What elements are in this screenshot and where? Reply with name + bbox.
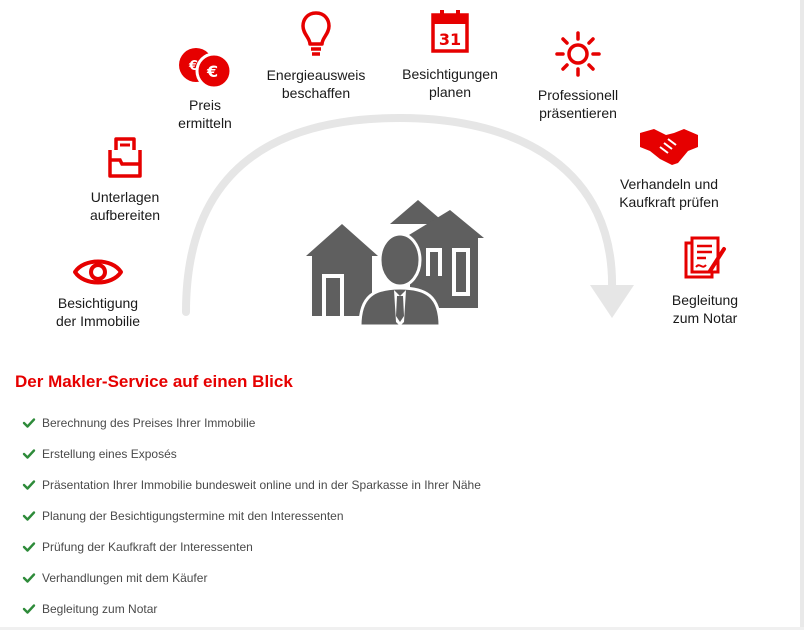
list-item-text: Erstellung eines Exposés: [42, 446, 177, 461]
step-label-line2: präsentieren: [539, 105, 617, 121]
step-label-line2: der Immobilie: [55, 313, 141, 329]
eye-icon: [73, 259, 123, 285]
step-verhandeln: Verhandeln und Kaufkraft prüfen: [605, 125, 733, 211]
check-icon: [22, 572, 36, 583]
step-label-line2: planen: [428, 84, 472, 100]
list-item-text: Verhandlungen mit dem Käufer: [42, 570, 208, 585]
list-item: Berechnung des Preises Ihrer Immobilie: [22, 407, 481, 438]
step-label-line1: Verhandeln und: [619, 176, 719, 192]
list-item: Planung der Besichtigungstermine mit den…: [22, 500, 481, 531]
list-item: Präsentation Ihrer Immobilie bundesweit …: [22, 469, 481, 500]
step-notar: Begleitung zum Notar: [650, 235, 760, 327]
step-label-line1: Unterlagen: [90, 189, 160, 205]
scrollbar-track: [800, 0, 804, 630]
step-label-line1: Preis: [189, 97, 221, 113]
calendar-day: 31: [439, 30, 461, 49]
check-icon: [22, 417, 36, 428]
house-agent-icon: [306, 200, 484, 326]
step-label-line1: Begleitung: [671, 292, 739, 308]
step-label-line2: zum Notar: [672, 310, 738, 326]
euro-coins-icon: € €: [179, 48, 233, 89]
list-item: Verhandlungen mit dem Käufer: [22, 562, 481, 593]
handshake-icon: [640, 129, 698, 165]
check-icon: [22, 541, 36, 552]
step-unterlagen: Unterlagen aufbereiten: [70, 136, 180, 224]
check-icon: [22, 603, 36, 614]
step-label-line2: ermitteln: [178, 115, 232, 131]
list-item-text: Begleitung zum Notar: [42, 601, 158, 616]
list-item-text: Berechnung des Preises Ihrer Immobilie: [42, 415, 256, 430]
list-item: Prüfung der Kaufkraft der Interessenten: [22, 531, 481, 562]
check-icon: [22, 479, 36, 490]
svg-text:€: €: [206, 62, 218, 81]
step-preis: € € Preis ermitteln: [150, 45, 260, 132]
svg-text:€: €: [188, 59, 198, 74]
list-item-text: Planung der Besichtigungstermine mit den…: [42, 508, 344, 523]
arc-arrowhead: [590, 285, 634, 318]
list-item: Erstellung eines Exposés: [22, 438, 481, 469]
step-label-line1: Besichtigung: [57, 295, 139, 311]
step-label-line1: Energieausweis: [266, 67, 366, 83]
lightbulb-icon: [301, 11, 331, 56]
step-label-line1: Professionell: [537, 87, 619, 103]
contract-icon: [684, 236, 726, 279]
step-label-line1: Besichtigungen: [402, 66, 498, 82]
step-termine: 31 Besichtigungen planen: [390, 8, 510, 101]
step-praesentieren: Professionell präsentieren: [522, 30, 634, 122]
bottom-divider: [0, 627, 804, 630]
check-icon: [22, 510, 36, 521]
step-besichtigung: Besichtigung der Immobilie: [42, 255, 154, 330]
step-label-line2: Kaufkraft prüfen: [619, 194, 719, 210]
check-icon: [22, 448, 36, 459]
list-item-text: Prüfung der Kaufkraft der Interessenten: [42, 539, 253, 554]
step-label-line2: aufbereiten: [89, 207, 161, 223]
process-arc: [182, 113, 634, 318]
list-item: Begleitung zum Notar: [22, 593, 481, 624]
step-label-line2: beschaffen: [281, 85, 351, 101]
step-energie: Energieausweis beschaffen: [252, 10, 380, 102]
section-title: Der Makler-Service auf einen Blick: [15, 372, 293, 391]
sun-icon: [555, 31, 601, 77]
calendar-icon: 31: [431, 10, 469, 53]
folder-icon: [108, 137, 142, 178]
list-item-text: Präsentation Ihrer Immobilie bundesweit …: [42, 477, 481, 492]
service-checklist: Berechnung des Preises Ihrer Immobilie E…: [22, 407, 481, 624]
